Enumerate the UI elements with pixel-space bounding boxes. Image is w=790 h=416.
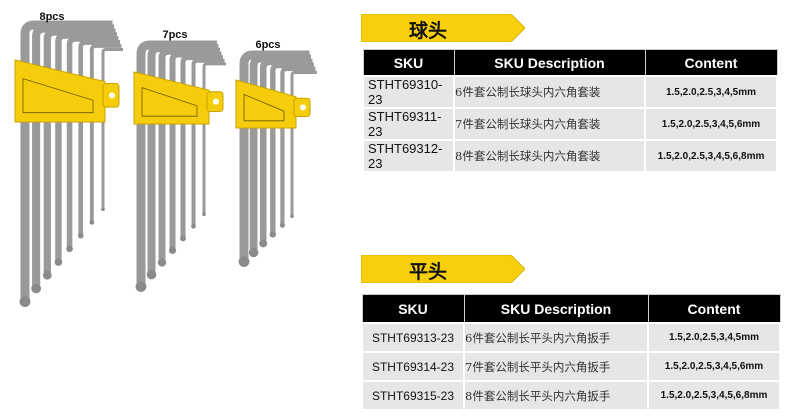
description-cell: 8件套公制长平头内六角扳手 xyxy=(463,380,649,411)
ball-end xyxy=(54,258,63,266)
ball-head-table: SKU SKU Description Content STHT69310-23… xyxy=(362,49,778,173)
ball-end xyxy=(202,212,206,216)
ball-end xyxy=(180,235,186,242)
ball-head-title: 球头 xyxy=(409,20,448,42)
ball-end xyxy=(191,223,196,229)
hex-key xyxy=(136,40,217,283)
sku-cell: STHT69313-23 xyxy=(361,322,465,353)
hex-key xyxy=(180,55,223,237)
content-cell: 1.5,2.0,2.5,3,4,5mm xyxy=(644,75,778,109)
col-sku: SKU xyxy=(361,294,465,324)
set-count-label: 7pcs xyxy=(162,29,187,41)
hex-key-sets-image: 8pcs 7pcs 6pcs xyxy=(14,11,317,307)
ball-end xyxy=(66,245,73,253)
sku-cell: STHT69314-23 xyxy=(361,351,465,382)
holder-outline xyxy=(243,93,285,122)
ball-end xyxy=(146,269,157,280)
col-description: SKU Description xyxy=(453,49,646,77)
flat-head-banner: 平头 xyxy=(361,255,525,283)
content-cell: 1.5,2.0,2.5,3,4,5,6,8mm xyxy=(647,380,781,411)
col-sku: SKU xyxy=(362,49,455,77)
sku-cell: STHT69310-23 xyxy=(362,75,455,109)
hex-key xyxy=(78,40,120,234)
ball-end xyxy=(101,207,105,211)
hang-hole xyxy=(213,98,219,105)
ball-end xyxy=(248,247,259,258)
hex-key xyxy=(89,44,122,221)
content-cell: 1.5,2.0,2.5,3,4,5,6,8mm xyxy=(644,139,778,173)
ball-end xyxy=(269,231,277,238)
hang-hole xyxy=(109,92,115,99)
sku-cell: STHT69312-23 xyxy=(362,139,455,173)
col-description: SKU Description xyxy=(463,294,649,324)
flat-head-title: 平头 xyxy=(409,261,448,283)
holder-outline xyxy=(141,87,198,117)
content-cell: 1.5,2.0,2.5,3,4,5,6mm xyxy=(647,351,781,382)
set-count-label: 6pcs xyxy=(255,39,280,51)
hang-hole xyxy=(300,104,306,111)
sku-cell: STHT69315-23 xyxy=(361,380,465,411)
hex-key xyxy=(66,36,119,247)
ball-end xyxy=(42,270,52,280)
ball-end xyxy=(77,232,84,239)
hex-key xyxy=(202,62,226,213)
table-header-row: SKU SKU Description Content xyxy=(362,49,778,77)
sku-cell: STHT69311-23 xyxy=(362,107,455,141)
hex-key xyxy=(191,58,225,225)
key-holder xyxy=(14,59,106,123)
hex-key xyxy=(280,66,316,224)
description-cell: 7件套公制长平头内六角扳手 xyxy=(463,351,649,382)
ball-end xyxy=(279,222,285,228)
description-cell: 7件套公制长球头内六角套装 xyxy=(453,107,646,141)
key-holder xyxy=(133,71,210,125)
hex-key xyxy=(239,50,310,258)
ball-end xyxy=(89,220,95,225)
content-cell: 1.5,2.0,2.5,3,4,5,6mm xyxy=(644,107,778,141)
set-count-label: 8pcs xyxy=(39,11,64,23)
col-content: Content xyxy=(647,294,781,324)
ball-end xyxy=(238,256,250,267)
ball-end xyxy=(168,246,177,254)
ball-end xyxy=(135,281,147,292)
col-content: Content xyxy=(644,49,778,77)
hex-key xyxy=(101,48,123,208)
hex-key xyxy=(290,71,317,215)
flat-head-table: SKU SKU Description Content STHT69313-23… xyxy=(361,294,781,411)
ball-end xyxy=(157,258,167,267)
ball-head-banner: 球头 xyxy=(361,14,525,42)
holder-outline xyxy=(22,78,94,114)
description-cell: 8件套公制长球头内六角套装 xyxy=(453,139,646,173)
ball-end xyxy=(259,239,268,248)
description-cell: 6件套公制长球头内六角套装 xyxy=(453,75,646,109)
ball-end xyxy=(31,283,42,294)
ball-end xyxy=(290,214,294,218)
ball-end xyxy=(19,296,31,307)
table-header-row: SKU SKU Description Content xyxy=(361,294,781,324)
content-cell: 1.5,2.0,2.5,3,4,5mm xyxy=(647,322,781,353)
hex-key xyxy=(270,62,314,233)
hex-key xyxy=(20,20,113,298)
description-cell: 6件套公制长平头内六角扳手 xyxy=(463,322,649,353)
